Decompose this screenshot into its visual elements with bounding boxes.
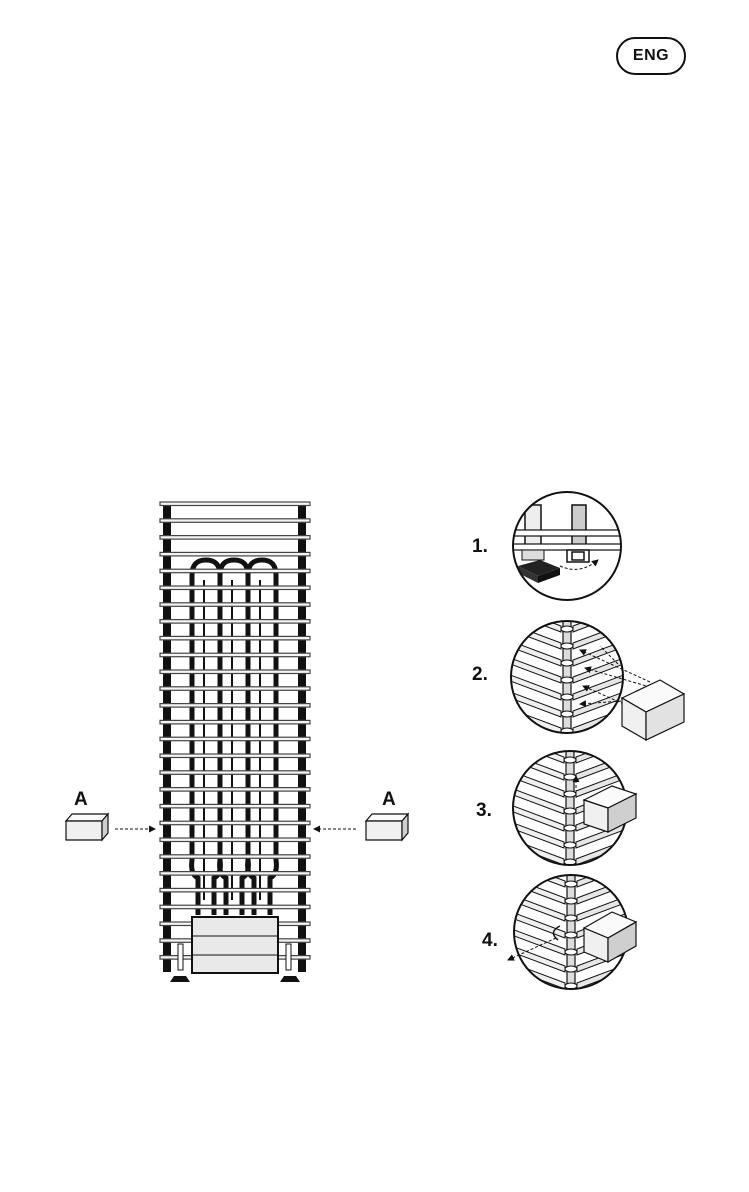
heater-stove — [160, 502, 310, 982]
detail-circle-1 — [510, 490, 630, 610]
stone-block-left — [66, 814, 108, 840]
stone-block-right — [366, 814, 408, 840]
